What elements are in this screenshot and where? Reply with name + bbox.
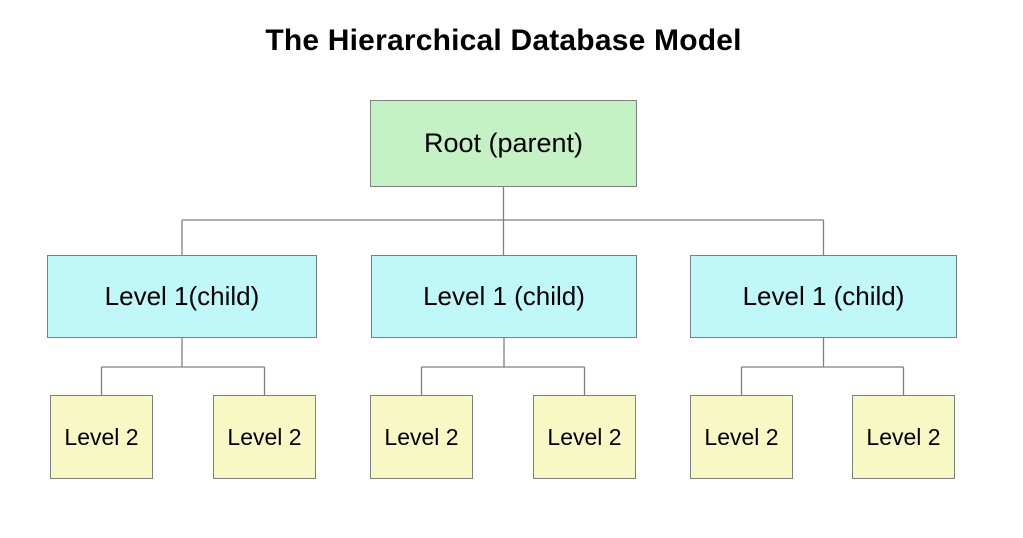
connector-level1a-to-children bbox=[100, 338, 266, 395]
node-level1-2: Level 1 (child) bbox=[690, 255, 957, 338]
connector-root-to-level1 bbox=[181, 187, 825, 255]
node-level2-5: Level 2 bbox=[852, 395, 955, 479]
node-level1-0: Level 1(child) bbox=[47, 255, 317, 338]
diagram-title: The Hierarchical Database Model bbox=[265, 24, 742, 57]
node-level1-1: Level 1 (child) bbox=[371, 255, 637, 338]
node-level2-3: Level 2 bbox=[533, 395, 636, 479]
connector-level1c-to-children bbox=[740, 338, 905, 395]
node-level2-0: Level 2 bbox=[50, 395, 153, 479]
node-root: Root (parent) bbox=[370, 100, 637, 187]
node-level2-1: Level 2 bbox=[213, 395, 316, 479]
node-level2-2: Level 2 bbox=[370, 395, 473, 479]
connector-level1b-to-children bbox=[420, 338, 586, 395]
node-level2-4: Level 2 bbox=[690, 395, 793, 479]
